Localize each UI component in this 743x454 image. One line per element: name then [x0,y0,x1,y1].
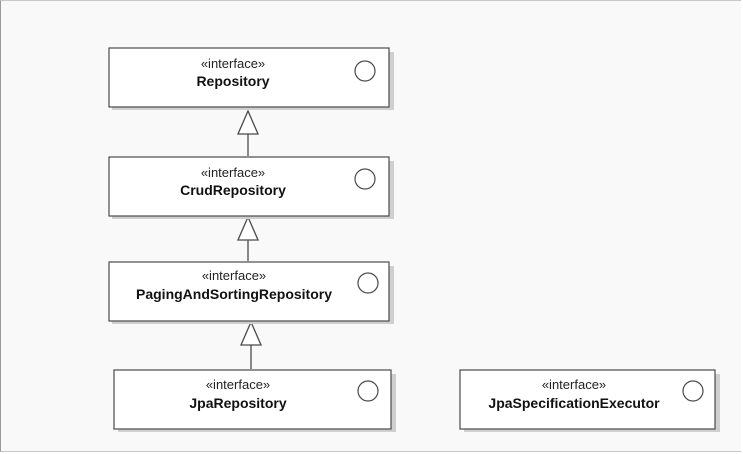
stereotype-label: «interface» [201,165,265,180]
stereotype-label: «interface» [201,56,265,71]
interface-node-repository[interactable]: «interface» Repository [108,47,394,110]
generalization-arrowhead-icon [240,320,262,346]
interface-node-jpa-repository[interactable]: «interface» JpaRepository [113,369,396,432]
generalization-arrowhead-icon [237,109,259,135]
interface-node-jpa-specification-executor[interactable]: «interface» JpaSpecificationExecutor [459,369,720,432]
interface-name: CrudRepository [180,182,286,198]
generalization-arrowhead-icon [237,215,259,241]
interface-circle-icon [357,380,379,402]
interface-circle-icon [357,272,379,294]
interface-name: JpaSpecificationExecutor [488,395,660,411]
interface-circle-icon [354,60,376,82]
interface-node-paging-and-sorting-repository[interactable]: «interface» PagingAndSortingRepository [108,261,394,324]
interface-name: Repository [196,73,269,89]
interface-node-crud-repository[interactable]: «interface» CrudRepository [108,156,394,219]
stereotype-label: «interface» [202,268,266,283]
generalization-edge-paging-to-crud [237,215,259,261]
stereotype-label: «interface» [206,377,270,392]
interface-name: JpaRepository [189,395,286,411]
interface-circle-icon [682,380,704,402]
generalization-edge-jpa-to-paging [240,320,262,369]
stereotype-label: «interface» [542,377,606,392]
generalization-edge-crud-to-repository [237,109,259,156]
interface-name: PagingAndSortingRepository [136,286,332,302]
interface-circle-icon [354,168,376,190]
